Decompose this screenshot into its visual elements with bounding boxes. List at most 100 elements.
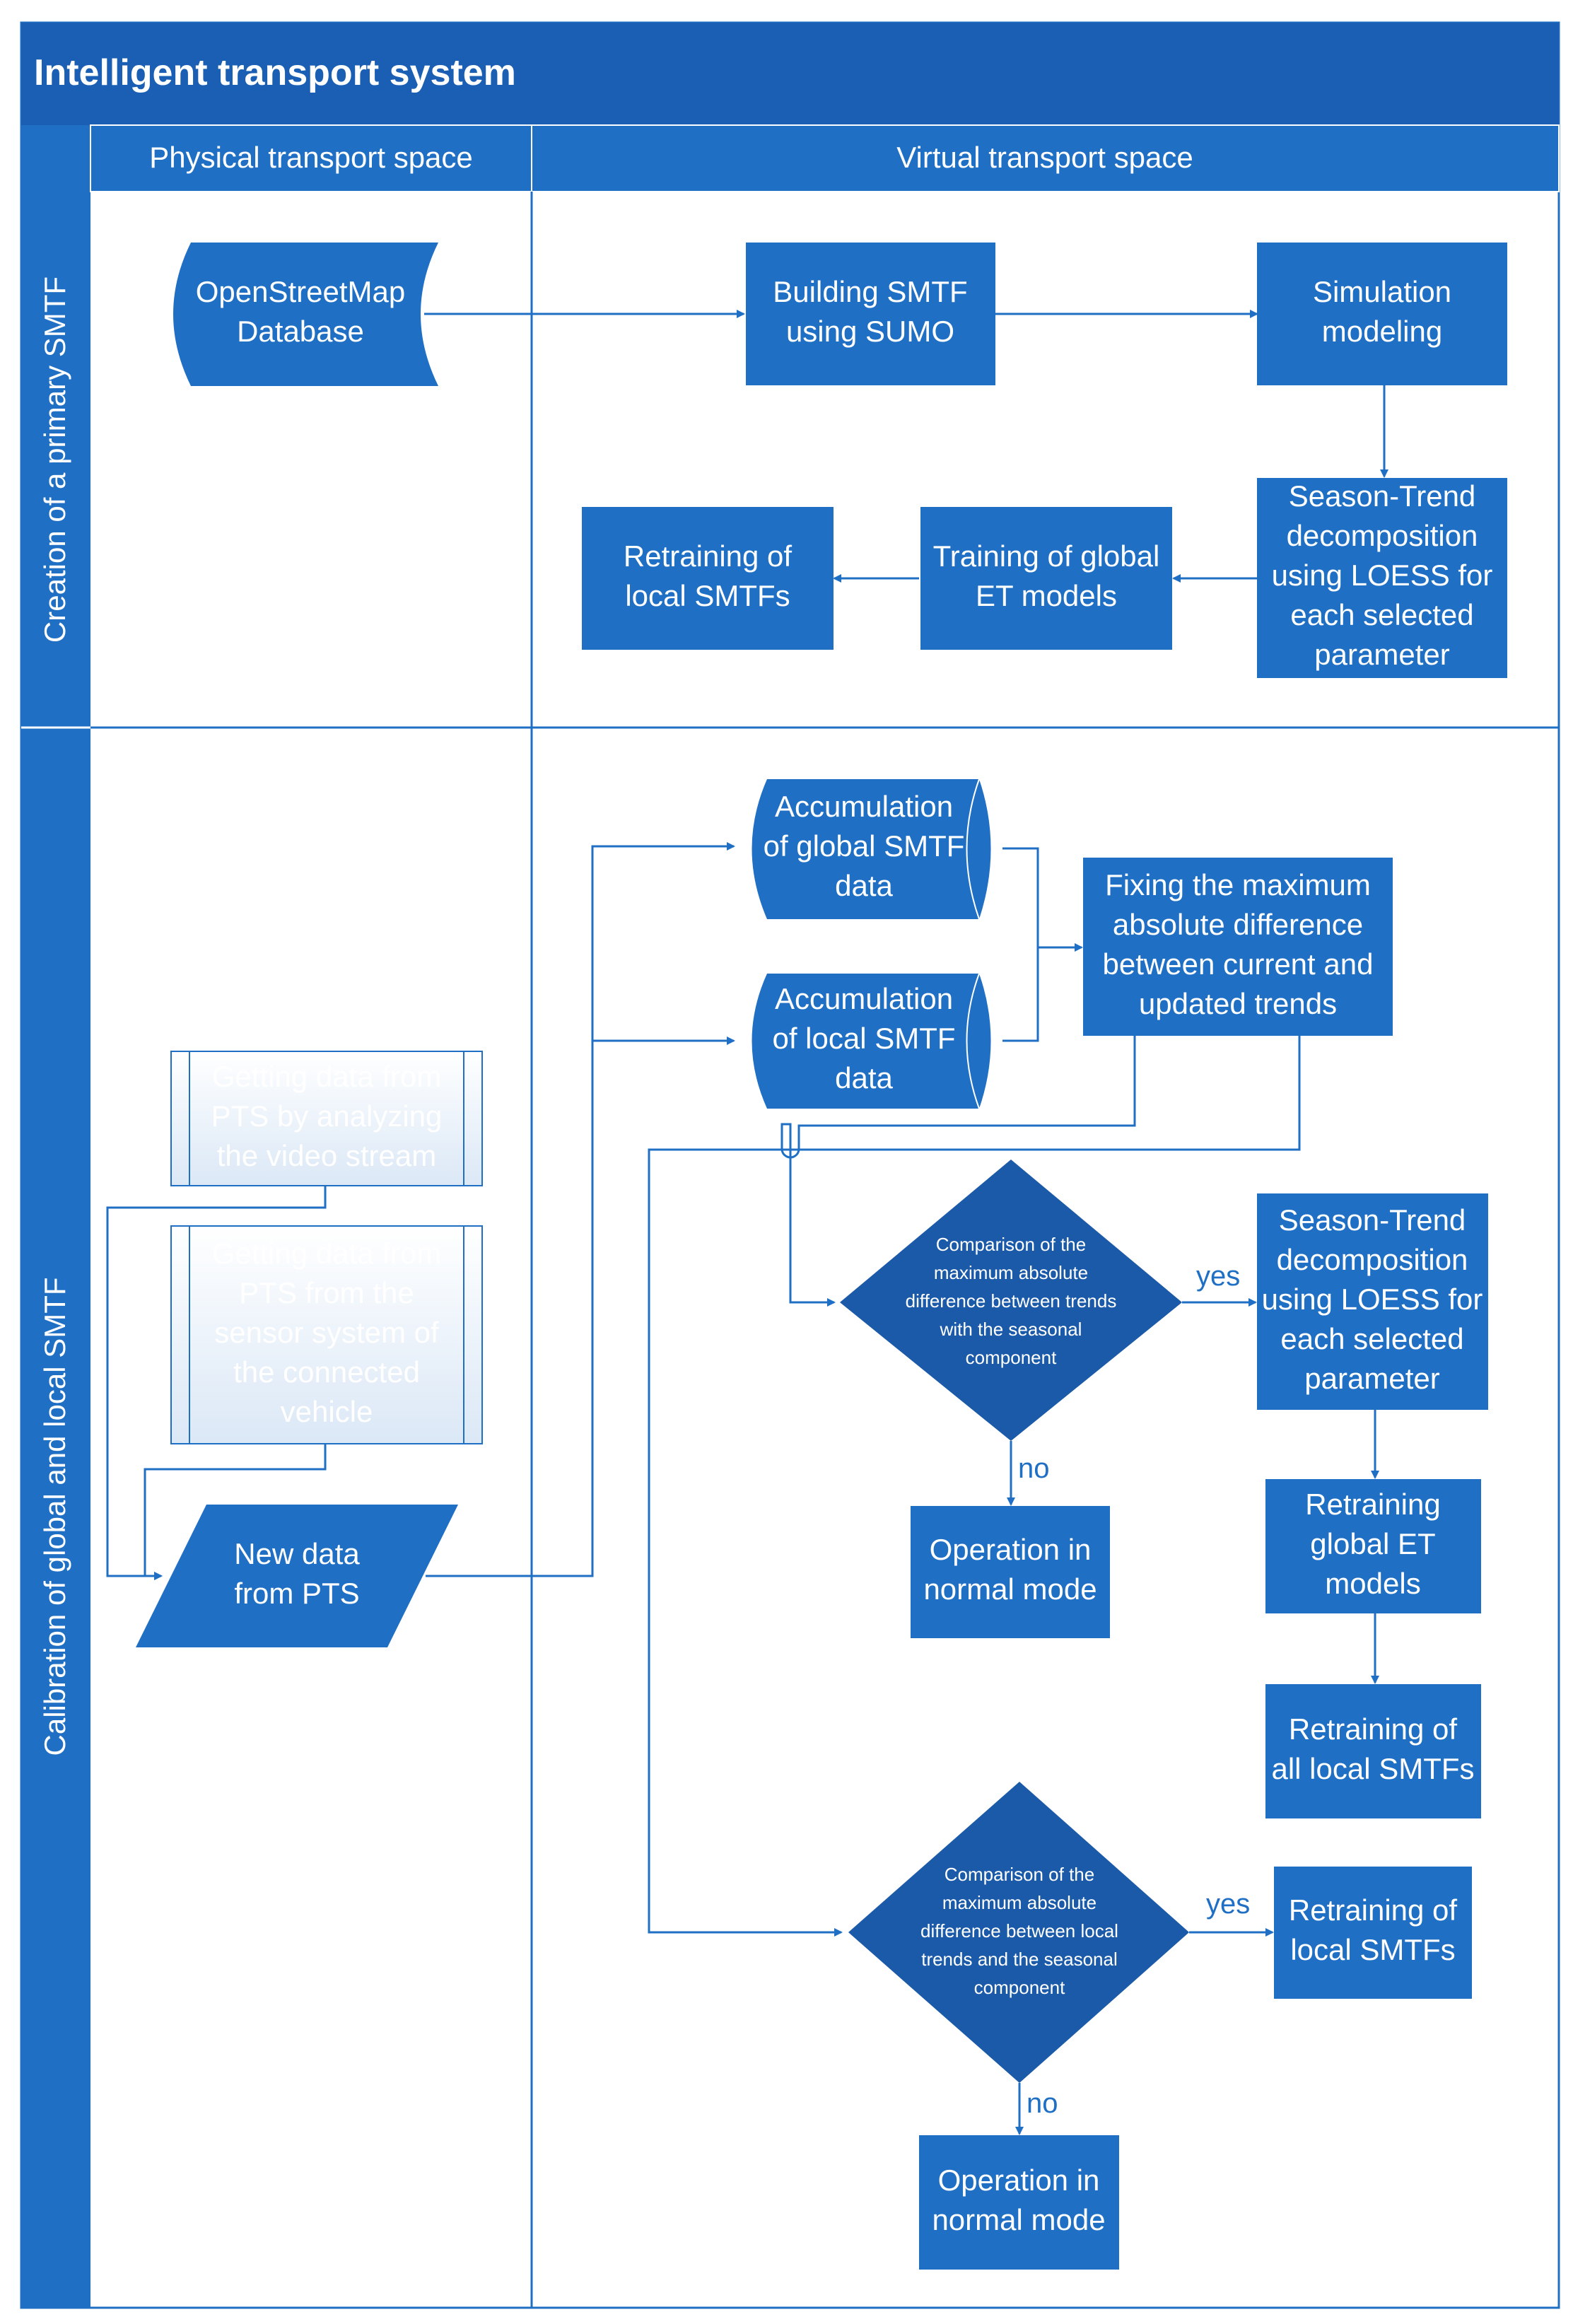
node-fix-line: absolute difference	[1113, 908, 1363, 941]
node-acc-global-line: of global SMTF	[764, 829, 965, 863]
node-stl2-shape	[1257, 1193, 1488, 1410]
node-acc-global-curve	[966, 778, 980, 920]
node-op1-line: normal mode	[923, 1572, 1097, 1606]
node-retrain-global-line: global ET	[1310, 1527, 1435, 1560]
label-yes-2: yes	[1206, 1888, 1250, 1920]
node-sensor-line: PTS from the	[239, 1276, 414, 1309]
column-title-virtual: Virtual transport space	[896, 141, 1193, 174]
node-build-line: using SUMO	[786, 315, 954, 348]
node-acc-local-line: data	[835, 1061, 893, 1094]
node-video-line: Getting data from	[212, 1060, 442, 1093]
node-build: Building SMTF using SUMO	[773, 275, 967, 348]
lane-title-calibration: Calibration of global and local SMTF	[38, 1277, 71, 1756]
node-retrain-local2-shape	[1274, 1867, 1472, 1999]
nodes	[136, 243, 1507, 2270]
node-newdata-line: from PTS	[234, 1577, 359, 1610]
node-retrain-all-shape	[1265, 1684, 1481, 1818]
node-sensor-shape	[170, 1225, 483, 1444]
node-fix: Fixing the maximum absolute difference bet…	[1103, 868, 1374, 1020]
edge-acc-global-merge	[1002, 847, 1039, 947]
node-retrain-local2-line: local SMTFs	[1290, 1933, 1455, 1966]
column-title-physical: Physical transport space	[149, 141, 473, 174]
node-video-line: PTS by analyzing	[211, 1099, 443, 1133]
label-no-1: no	[1018, 1453, 1050, 1484]
edge-sensor-newdata	[144, 1444, 327, 1580]
node-retrain-all-line: Retraining of	[1289, 1712, 1457, 1746]
node-stl2: Season-Trend decomposition using LOESS for…	[1262, 1203, 1483, 1395]
node-sensor-line: sensor system of	[214, 1316, 439, 1349]
node-op2-line: Operation in	[938, 2164, 1100, 2197]
node-acc-global: Accumulation of global SMTF data	[764, 790, 965, 902]
node-stl1-line: decomposition	[1287, 519, 1478, 552]
node-sim-line: Simulation	[1313, 275, 1451, 308]
node-dec1-line: component	[966, 1347, 1057, 1368]
node-fix-line: between current and	[1103, 947, 1374, 981]
node-dec1-shape	[840, 1160, 1182, 1441]
edge-video-newdata	[106, 1186, 327, 1580]
node-dec1-line: difference between trends	[906, 1290, 1117, 1312]
node-dec1-line: with the seasonal	[940, 1319, 1082, 1340]
node-train-global: Training of global ET models	[933, 539, 1160, 612]
node-stl1-line: using LOESS for	[1272, 559, 1493, 592]
node-stl1-line: each selected	[1290, 598, 1473, 631]
title-bar	[21, 23, 1559, 125]
node-stl2-line: decomposition	[1277, 1243, 1468, 1276]
node-dec2-line: maximum absolute	[942, 1892, 1097, 1913]
node-stl2-line: Season-Trend	[1279, 1203, 1466, 1237]
label-yes-1: yes	[1196, 1261, 1240, 1292]
node-sim-shape	[1257, 243, 1507, 385]
node-sensor-line: vehicle	[281, 1395, 373, 1428]
node-stl1-shape	[1257, 478, 1507, 678]
node-osm-line: Database	[237, 315, 364, 348]
node-op2-shape	[919, 2135, 1119, 2270]
swimlane-frame	[20, 21, 1560, 2309]
node-train-global-line: ET models	[976, 579, 1117, 612]
node-stl2-line: each selected	[1280, 1322, 1463, 1355]
node-stl1-line: parameter	[1314, 638, 1449, 671]
node-osm-shape	[173, 243, 438, 386]
node-acc-global-shape	[752, 779, 991, 919]
node-acc-global-line: data	[835, 869, 893, 902]
node-sensor-line: the connected	[233, 1355, 420, 1389]
node-dec2-line: trends and the seasonal	[921, 1949, 1118, 1970]
node-acc-local-line: Accumulation	[775, 982, 953, 1015]
node-stl2-line: using LOESS for	[1262, 1283, 1483, 1316]
node-fix-line: updated trends	[1139, 987, 1337, 1020]
node-acc-global-line: Accumulation	[775, 790, 953, 823]
node-acc-local: Accumulation of local SMTF data	[772, 982, 955, 1094]
label-no-2: no	[1027, 2088, 1058, 2119]
node-dec2-line: difference between local	[920, 1920, 1118, 1941]
node-acc-local-shape	[752, 974, 991, 1109]
node-fix-shape	[1083, 858, 1393, 1036]
node-retrain-local1-shape	[582, 507, 834, 650]
node-dec2-line: component	[974, 1977, 1065, 1998]
column-header-physical	[90, 124, 532, 192]
node-build-line: Building SMTF	[773, 275, 967, 308]
node-retrain-global-line: Retraining	[1305, 1488, 1440, 1521]
node-acc-local-line: of local SMTF	[772, 1022, 955, 1055]
node-train-global-line: Training of global	[933, 539, 1160, 573]
node-retrain-global-line: models	[1325, 1567, 1420, 1600]
node-dec2-shape	[848, 1782, 1189, 2083]
node-newdata-shape	[136, 1505, 458, 1647]
lane-title-creation: Creation of a primary SMTF	[38, 276, 71, 643]
node-train-global-shape	[920, 507, 1172, 650]
node-stl2-line: parameter	[1304, 1362, 1439, 1395]
node-fix-line: Fixing the maximum	[1105, 868, 1371, 901]
edge-acc-local-merge	[1002, 943, 1083, 1042]
node-video-line: the video stream	[217, 1139, 437, 1172]
